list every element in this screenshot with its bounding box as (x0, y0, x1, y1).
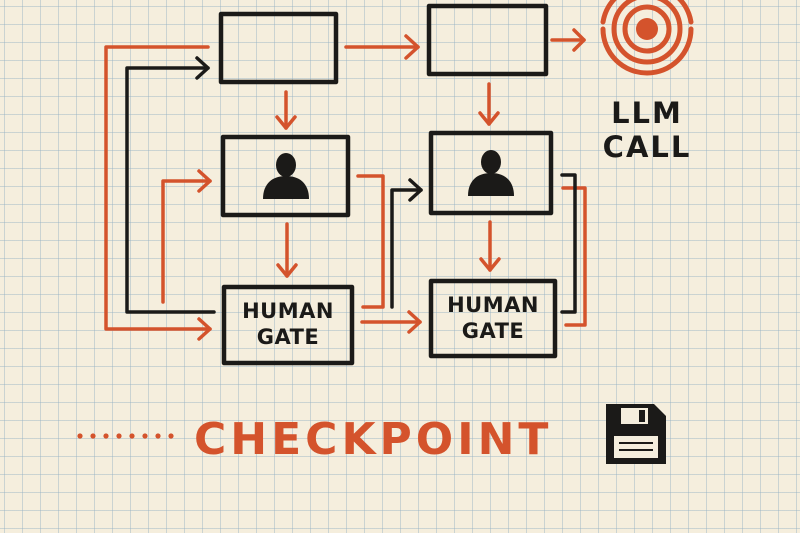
arrow-head (404, 34, 420, 60)
llm-call-label-line2: CALL (603, 130, 692, 164)
edge-person2-black-bracket (560, 173, 577, 314)
person-box-2 (428, 130, 554, 216)
human-gate-label-line1: HUMAN (447, 293, 539, 317)
orange-connectors (104, 28, 587, 341)
arrow-head (407, 310, 422, 334)
checkpoint-label: CHECKPOINT (194, 414, 552, 465)
human-gate-label-line2: GATE (462, 319, 525, 343)
checkpoint-legend: CHECKPOINT (77, 404, 666, 465)
arrow-head (276, 263, 298, 278)
arrow-head (197, 317, 212, 341)
top-box-2 (426, 3, 549, 77)
arrow-head (478, 111, 500, 126)
floppy-disk-icon (606, 404, 666, 464)
top-box-1 (218, 11, 339, 85)
edge-gate1-loop-to-top1 (125, 66, 216, 314)
arrow-head (572, 28, 586, 52)
arrow-head (197, 169, 212, 193)
black-connectors (125, 56, 577, 314)
human-gate-box-1: HUMAN GATE (221, 284, 355, 366)
person-box-1 (220, 134, 351, 218)
arrow-head (479, 257, 501, 272)
human-gate-box-2: HUMAN GATE (428, 278, 558, 359)
edge-outer-loop-to-gate1 (104, 45, 212, 331)
arrow-head (195, 56, 210, 80)
person-icon (263, 153, 309, 199)
llm-call-label-line1: LLM (611, 96, 683, 130)
target-icon (600, 0, 694, 76)
arrow-head (275, 115, 297, 130)
edge-to-person2 (390, 188, 423, 309)
person-icon (468, 150, 514, 196)
dotted-line (77, 433, 174, 439)
human-gate-label-line2: GATE (257, 325, 320, 349)
human-gate-label-line1: HUMAN (242, 299, 334, 323)
edge-person1-bracket (356, 174, 385, 309)
arrow-head (408, 178, 423, 202)
edge-gate1-to-person1 (161, 179, 212, 304)
